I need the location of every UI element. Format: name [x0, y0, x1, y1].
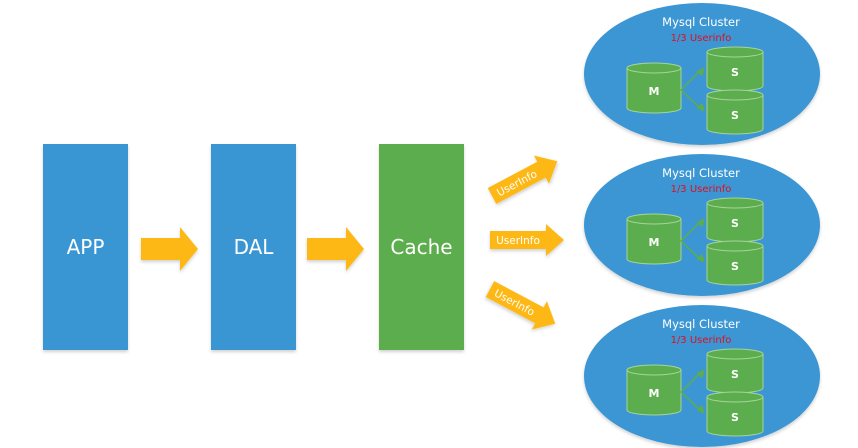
master-db-label: M — [649, 387, 660, 400]
master-db-label: M — [649, 236, 660, 249]
cache-block: Cache — [379, 144, 464, 350]
cluster-title: Mysql Cluster — [662, 166, 740, 180]
cluster-title: Mysql Cluster — [662, 15, 740, 29]
fanout-arrow: UserInfo — [487, 155, 558, 204]
slave-db: S — [706, 46, 764, 92]
replication-arrowhead — [696, 219, 705, 228]
fanout-arrow-label: UserInfo — [496, 235, 540, 247]
cluster-subtitle: 1/3 Userinfo — [671, 184, 732, 195]
arrow-dal-to-cache — [307, 227, 364, 271]
replication-arrowhead — [696, 404, 705, 413]
slave-db-label: S — [731, 66, 739, 79]
dal-block: DAL — [211, 144, 296, 350]
slave-db-label: S — [731, 260, 739, 273]
slave-db: S — [706, 197, 764, 243]
replication-arrowhead — [696, 370, 705, 379]
replication-arrowhead — [696, 102, 705, 111]
slave-db-label: S — [731, 217, 739, 230]
slave-db: S — [706, 89, 764, 135]
slave-db-label: S — [731, 368, 739, 381]
slave-db: S — [706, 348, 764, 394]
fanout-arrow: UserInfo — [490, 224, 564, 256]
slave-db: S — [706, 391, 764, 437]
app-label: APP — [66, 235, 105, 259]
slave-db: S — [706, 240, 764, 286]
app-block: APP — [43, 144, 128, 350]
master-db: M — [626, 364, 682, 416]
master-db-label: M — [649, 85, 660, 98]
fanout-arrow: UserInfo — [485, 281, 556, 330]
replication-arrowhead — [696, 253, 705, 262]
cluster-title: Mysql Cluster — [662, 317, 740, 331]
slave-db-label: S — [731, 411, 739, 424]
dal-label: DAL — [233, 235, 274, 259]
arrow-app-to-dal — [141, 227, 198, 271]
replication-arrowhead — [696, 68, 705, 77]
cluster-subtitle: 1/3 Userinfo — [671, 335, 732, 346]
arrow-shape — [485, 281, 556, 330]
master-db: M — [626, 62, 682, 114]
arrow-shape — [490, 224, 564, 256]
arrow-shape — [487, 155, 558, 204]
cluster-subtitle: 1/3 Userinfo — [671, 33, 732, 44]
slave-db-label: S — [731, 109, 739, 122]
cache-label: Cache — [390, 235, 453, 259]
master-db: M — [626, 213, 682, 265]
